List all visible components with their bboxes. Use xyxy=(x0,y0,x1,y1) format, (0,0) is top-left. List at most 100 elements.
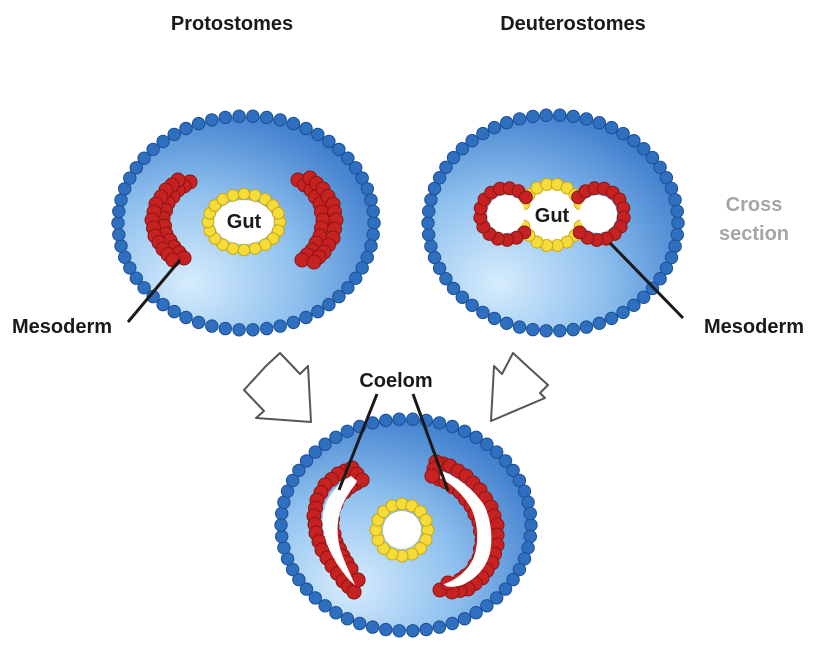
ectoderm-cell xyxy=(427,250,442,265)
coelomate-ectoderm-ring xyxy=(274,412,538,638)
ectoderm-cell xyxy=(191,315,206,330)
ectoderm-cell xyxy=(285,562,300,577)
ectoderm-cell xyxy=(604,311,619,326)
ectoderm-cell xyxy=(465,298,479,312)
gut-lumen xyxy=(518,185,586,245)
ectoderm-cell xyxy=(439,272,453,286)
ectoderm-cell xyxy=(292,463,306,478)
ectoderm-cell xyxy=(379,622,393,637)
ectoderm-cell xyxy=(123,261,137,275)
ectoderm-cell xyxy=(299,582,314,596)
ectoderm-cell xyxy=(432,261,447,275)
ectoderm-cell xyxy=(664,181,679,196)
ectoderm-cell xyxy=(419,622,433,637)
endoderm-cell xyxy=(226,189,240,202)
ectoderm-cell xyxy=(318,599,332,613)
ectoderm-cell xyxy=(579,320,594,334)
ectoderm-cell xyxy=(167,304,181,319)
ectoderm-cell xyxy=(627,298,641,312)
mesoderm-cell xyxy=(572,225,587,240)
ectoderm-cell xyxy=(645,150,660,165)
ectoderm-cell xyxy=(506,572,520,587)
ectoderm-cell xyxy=(341,151,355,165)
endoderm-cell xyxy=(248,242,262,255)
ectoderm-cell xyxy=(512,112,527,126)
ectoderm-cell xyxy=(506,463,520,478)
mesoderm-left-leader-line xyxy=(126,259,182,323)
ectoderm-cell xyxy=(566,322,580,337)
ectoderm-cell xyxy=(114,239,128,253)
ectoderm-cell xyxy=(311,304,325,319)
ectoderm-cell xyxy=(332,289,346,304)
ectoderm-cell xyxy=(592,116,606,130)
ectoderm-cell xyxy=(360,250,374,264)
cross-section-label-line1: Cross xyxy=(726,194,783,216)
ectoderm-cell xyxy=(286,315,301,330)
ectoderm-cell xyxy=(260,110,274,125)
ectoderm-cell xyxy=(406,412,420,426)
ectoderm-cell xyxy=(521,495,535,509)
ectoderm-cell xyxy=(365,620,380,634)
ectoderm-cell xyxy=(275,506,289,521)
ectoderm-cell xyxy=(480,599,494,613)
ectoderm-cell xyxy=(616,305,630,320)
ectoderm-cell xyxy=(349,161,363,175)
ectoderm-cell xyxy=(659,171,674,185)
ectoderm-cell xyxy=(465,134,479,148)
ectoderm-cell xyxy=(129,161,144,175)
deuterostome-embryo: Gut xyxy=(421,108,685,338)
endoderm-cell xyxy=(237,187,251,201)
ectoderm-cell xyxy=(355,261,369,275)
ectoderm-cell xyxy=(123,171,137,185)
ectoderm-cell xyxy=(500,316,514,330)
ectoderm-cell xyxy=(292,572,306,587)
ectoderm-cell xyxy=(280,552,295,566)
ectoderm-cell xyxy=(232,323,246,337)
endoderm-cell xyxy=(271,207,285,220)
ectoderm-cell xyxy=(137,281,151,295)
ectoderm-cell xyxy=(246,323,260,337)
protostome-mesoderm-right xyxy=(290,170,344,270)
ectoderm-cell xyxy=(218,321,233,336)
deuterostome-gut-label: Gut xyxy=(535,205,570,227)
coelomate-embryo xyxy=(274,412,538,638)
ectoderm-cell xyxy=(392,624,406,638)
ectoderm-cell xyxy=(179,310,193,325)
protostomes-heading: Protostomes xyxy=(171,13,293,35)
mesoderm-cell xyxy=(306,254,322,270)
ectoderm-cell xyxy=(366,227,380,242)
ectoderm-cell xyxy=(360,182,374,196)
ectoderm-cell xyxy=(329,430,343,444)
ectoderm-cell xyxy=(275,529,289,544)
ectoderm-cell xyxy=(637,142,651,156)
ectoderm-cell xyxy=(332,142,346,157)
ectoderm-cell xyxy=(476,305,490,320)
coelom-left-leader-line xyxy=(337,393,379,491)
ectoderm-cell xyxy=(156,134,170,149)
ectoderm-cell xyxy=(191,116,206,131)
ectoderm-cell xyxy=(455,142,469,156)
ectoderm-cell xyxy=(286,116,301,131)
ectoderm-cell xyxy=(432,416,447,430)
ectoderm-cell xyxy=(112,227,126,242)
mesoderm-right-leader-line xyxy=(608,241,685,320)
ectoderm-cell xyxy=(517,552,532,566)
ectoderm-cell xyxy=(445,616,459,631)
ectoderm-cell xyxy=(424,239,438,253)
ectoderm-cell xyxy=(112,204,126,219)
mesoderm-left-label: Mesoderm xyxy=(12,316,112,338)
ectoderm-cell xyxy=(273,319,287,333)
ectoderm-cell xyxy=(664,250,679,265)
ectoderm-cell xyxy=(299,121,313,136)
gut-lumen xyxy=(214,200,274,244)
ectoderm-cell xyxy=(366,204,380,219)
ectoderm-cell xyxy=(340,424,355,438)
ectoderm-cell xyxy=(670,204,684,219)
ectoderm-cell xyxy=(308,445,322,459)
ectoderm-cell xyxy=(364,239,378,253)
ectoderm-cell xyxy=(318,437,332,451)
ectoderm-cell xyxy=(285,473,300,488)
ectoderm-cell xyxy=(668,239,682,253)
ectoderm-cell xyxy=(498,582,513,596)
